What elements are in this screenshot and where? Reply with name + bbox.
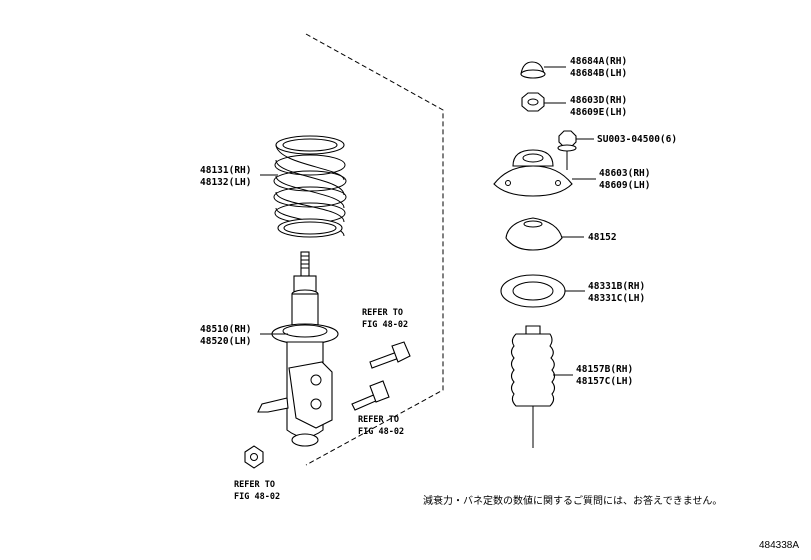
assembly-guide-line: [305, 33, 444, 466]
label-support-rh: 48603(RH): [599, 168, 650, 179]
spring-upper-seat[interactable]: [505, 217, 563, 251]
label-strut-rh: 48510(RH): [200, 324, 251, 335]
ref-nut-line2[interactable]: FIG 48-02: [234, 492, 280, 502]
ref-lower-line1[interactable]: REFER TO: [358, 415, 399, 425]
dust-cap[interactable]: [520, 61, 546, 79]
label-cap-lh: 48684B(LH): [570, 68, 627, 79]
ref-upper-line2[interactable]: FIG 48-02: [362, 320, 408, 330]
shock-absorber-strut[interactable]: [257, 251, 339, 447]
label-spring-rh: 48131(RH): [200, 165, 251, 176]
coil-spring[interactable]: [273, 135, 347, 238]
label-strut-lh: 48520(LH): [200, 336, 251, 347]
upper-bolt[interactable]: [369, 341, 411, 369]
label-seat: 48152: [588, 232, 617, 243]
label-cap-rh: 48684A(RH): [570, 56, 627, 67]
label-bumper-lh: 48157C(LH): [576, 376, 633, 387]
label-nut-lh: 48609E(LH): [570, 107, 627, 118]
lower-bolt[interactable]: [351, 380, 390, 411]
label-flange-nut: SU003-04500(6): [597, 134, 677, 145]
spring-insulator[interactable]: [500, 274, 566, 308]
label-insulator-rh: 48331B(RH): [588, 281, 645, 292]
disclaimer-note: 減衰力・バネ定数の数値に関するご質問には、お答えできません。: [423, 494, 722, 507]
label-nut-rh: 48603D(RH): [570, 95, 627, 106]
lower-nut[interactable]: [244, 445, 264, 469]
ref-lower-line2[interactable]: FIG 48-02: [358, 427, 404, 437]
suspension-support[interactable]: [493, 149, 573, 197]
label-spring-lh: 48132(LH): [200, 177, 251, 188]
bump-stopper[interactable]: [510, 325, 556, 407]
flange-nut[interactable]: [557, 130, 577, 152]
label-support-lh: 48609(LH): [599, 180, 650, 191]
label-insulator-lh: 48331C(LH): [588, 293, 645, 304]
ref-upper-line1[interactable]: REFER TO: [362, 308, 403, 318]
label-bumper-rh: 48157B(RH): [576, 364, 633, 375]
ref-nut-line1[interactable]: REFER TO: [234, 480, 275, 490]
figure-id: 484338A: [759, 540, 799, 551]
lock-nut[interactable]: [521, 92, 545, 112]
